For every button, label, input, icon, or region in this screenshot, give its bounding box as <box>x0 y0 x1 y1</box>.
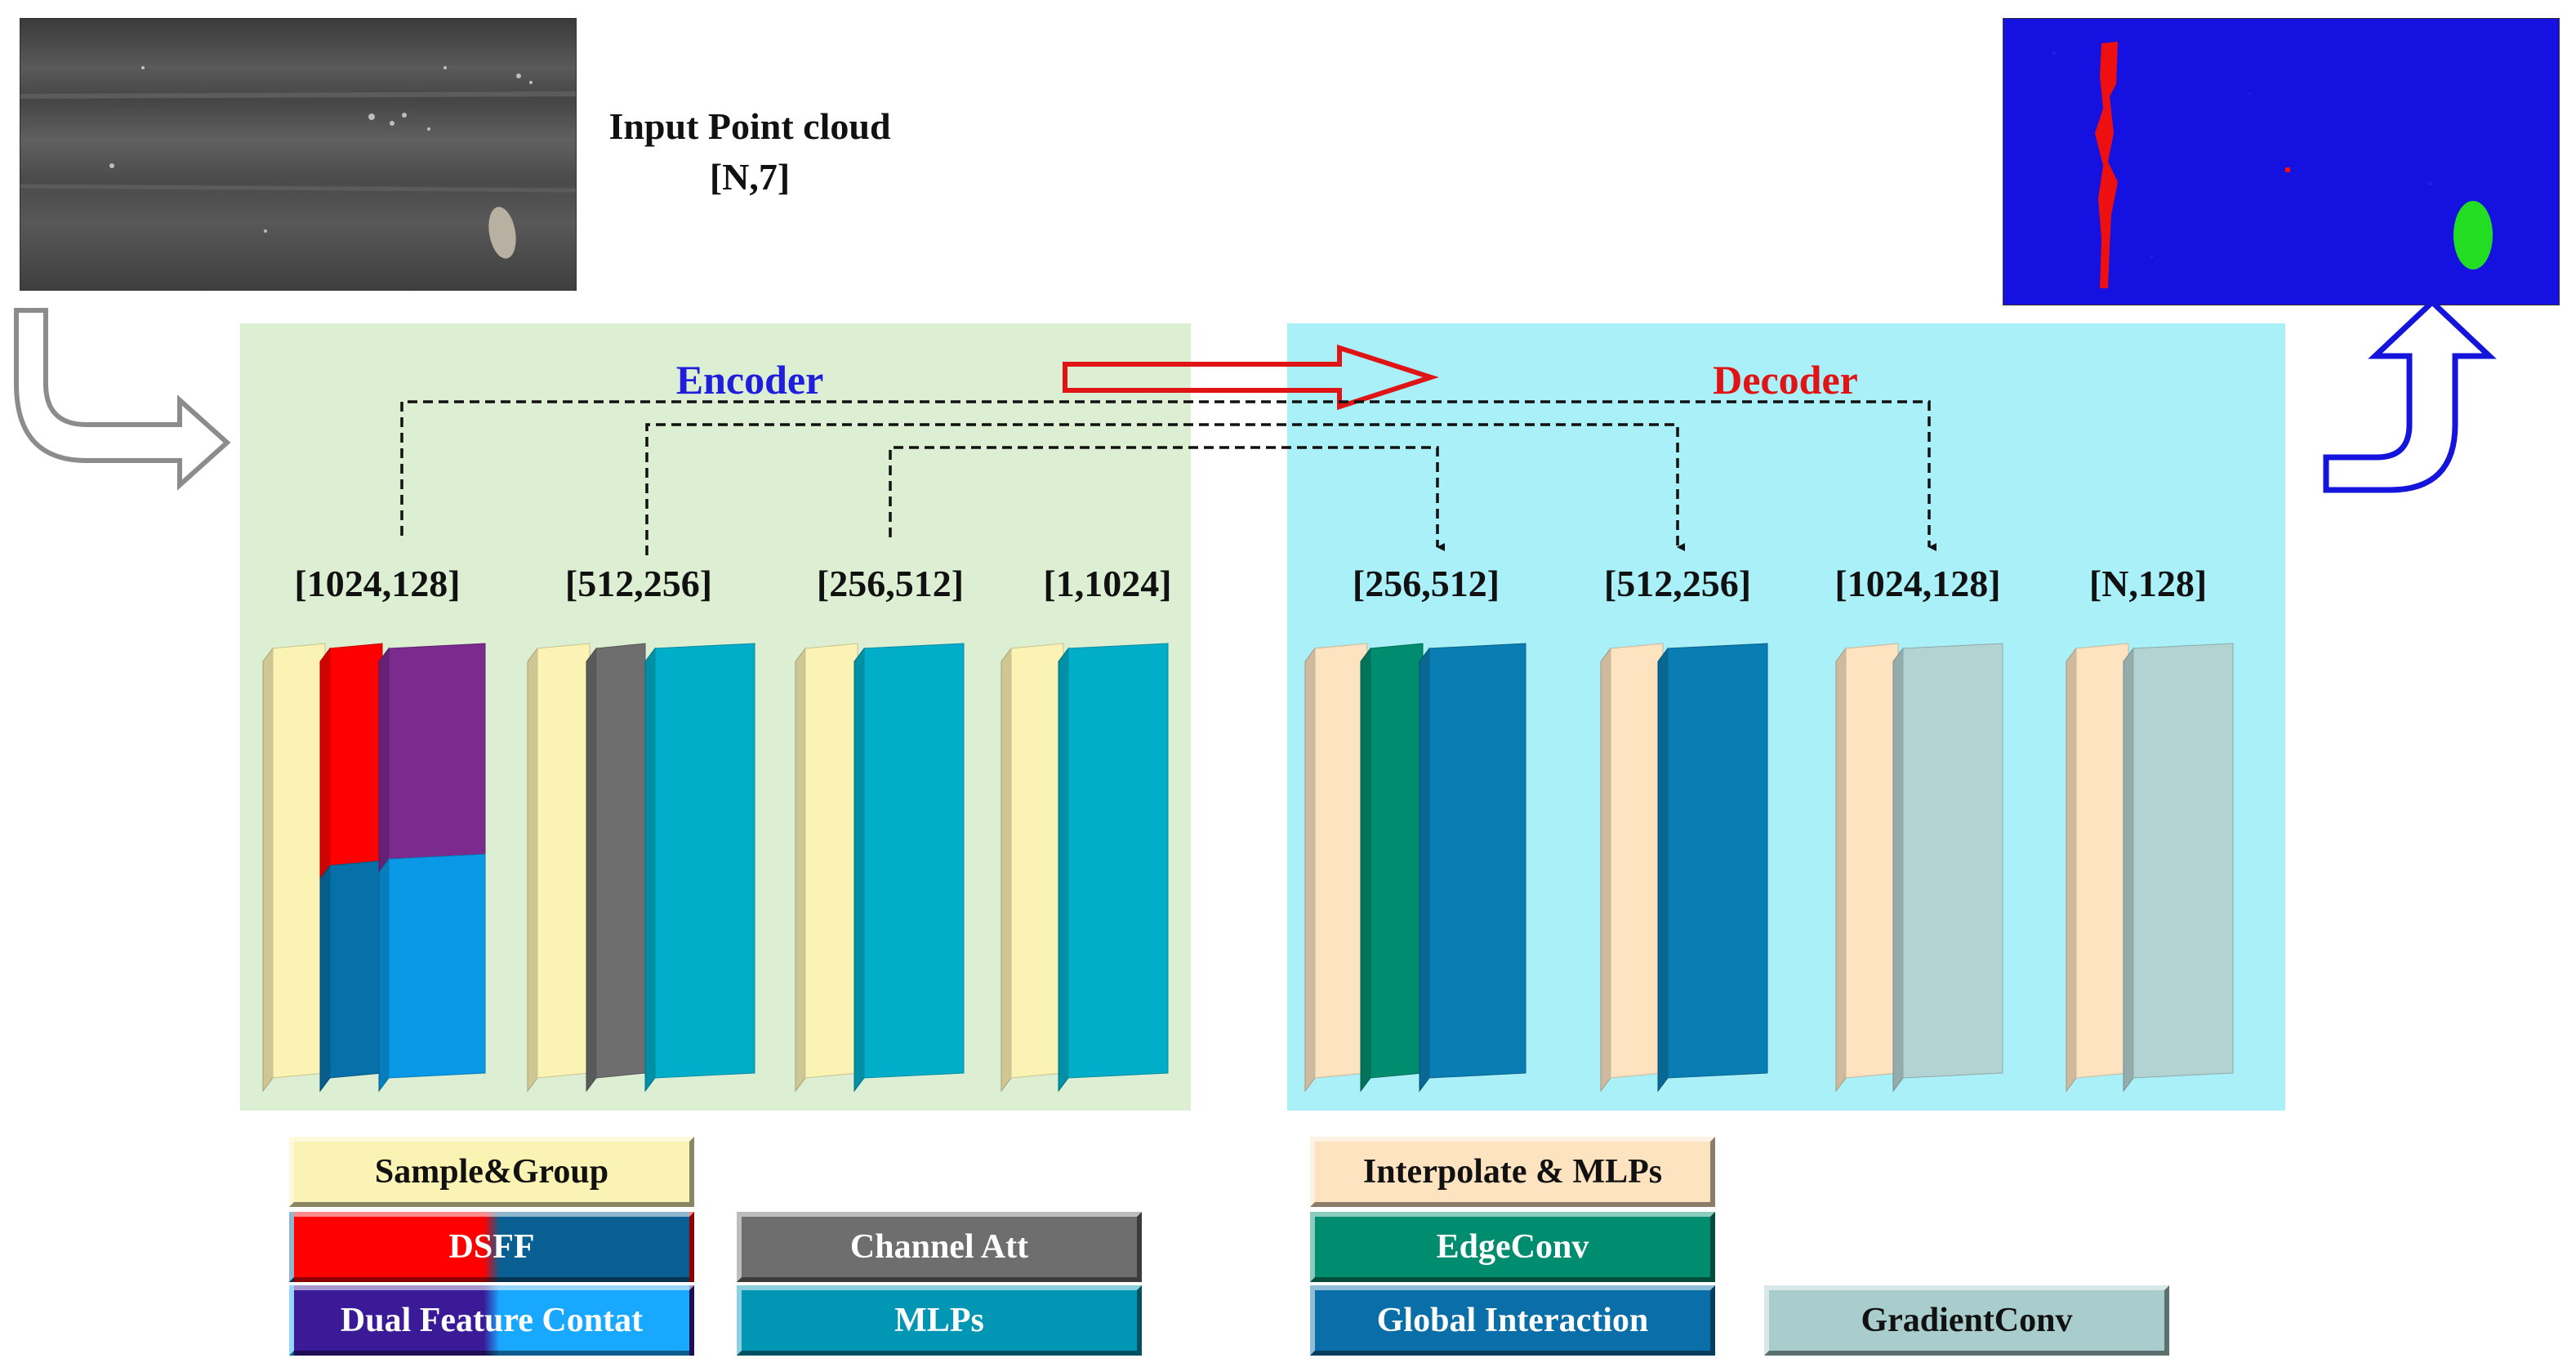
encoder-to-decoder-arrow <box>1063 344 1439 411</box>
dec3-interpolate-block-front <box>1845 643 1899 1079</box>
enc3-sample-group-block-front <box>804 643 858 1079</box>
legend-edgeconv: EdgeConv <box>1310 1212 1715 1282</box>
dec1-global-interaction-block-front <box>1428 643 1526 1079</box>
enc1-dual-feature-block-front-top <box>388 643 486 860</box>
dec1-interpolate-block-front <box>1314 643 1368 1079</box>
enc1-sample-group-block-front <box>272 643 326 1079</box>
dec1-edgeconv-block-front <box>1370 643 1424 1079</box>
legend-global-interaction: Global Interaction <box>1310 1285 1715 1356</box>
dec3-gradientconv-block-front <box>1902 643 2003 1079</box>
legend-dsff-label: DSFF <box>448 1228 535 1266</box>
enc1-dsff-block-front-bottom <box>329 860 383 1079</box>
skip-connection-3 <box>889 446 1445 551</box>
legend-interpolate: Interpolate & MLPs <box>1310 1137 1715 1207</box>
dec3-interpolate-block-side <box>1835 647 1847 1093</box>
input-point-cloud-image <box>20 18 577 291</box>
enc3-mlps-block-side <box>853 647 865 1093</box>
input-curved-arrow <box>14 308 231 491</box>
enc2-sample-group-block-side <box>527 647 538 1093</box>
enc1-dsff-block-side-top <box>319 647 331 880</box>
encoder-stage-1-dims: [1024,128] <box>294 563 461 604</box>
enc1-dual-feature-block-side-bottom <box>378 857 390 1093</box>
encoder-stage-3-dims: [256,512] <box>816 563 965 604</box>
output-segmentation-image <box>2003 18 2560 305</box>
dec2-global-interaction-block-front <box>1667 643 1768 1079</box>
output-curved-arrow <box>2323 298 2497 493</box>
enc1-dsff-block-front-top <box>329 643 383 866</box>
dec1-global-interaction-block-side <box>1419 647 1430 1093</box>
dec3-gradientconv-block-side <box>1892 647 1904 1093</box>
enc2-mlps-block-side <box>644 647 656 1093</box>
enc2-sample-group-block-front <box>537 643 591 1079</box>
enc4-mlps-block-side <box>1058 647 1069 1093</box>
encoder-stage-4-dims: [1,1024] <box>1043 563 1172 604</box>
dec2-interpolate-block-side <box>1600 647 1611 1093</box>
enc3-mlps-block-front <box>863 643 965 1079</box>
dec4-gradientconv-block-side <box>2123 647 2134 1093</box>
legend-dual-feature-label: Dual Feature Contat <box>340 1302 644 1339</box>
dec1-edgeconv-block-side <box>1360 647 1371 1093</box>
legend-channel-att: Channel Att <box>737 1212 1142 1282</box>
dec2-global-interaction-block-side <box>1657 647 1669 1093</box>
legend-dsff: DSFF <box>289 1212 694 1282</box>
enc1-dual-feature-block-front-bottom <box>388 853 486 1079</box>
input-label-line1: Input Point cloud <box>608 105 891 147</box>
input-label-line2: [N,7] <box>709 156 791 198</box>
dec4-interpolate-block-front <box>2075 643 2129 1079</box>
enc2-channel-att-block-side <box>586 647 597 1093</box>
enc4-sample-group-block-front <box>1010 643 1064 1079</box>
input-surface-texture <box>20 66 576 259</box>
enc2-mlps-block-front <box>654 643 755 1079</box>
dec4-gradientconv-block-front <box>2133 643 2234 1079</box>
legend-dual-feature: Dual Feature Contat <box>289 1285 694 1356</box>
decoder-stage-2-dims: [512,256] <box>1603 563 1752 604</box>
decoder-stage-1-dims: [256,512] <box>1352 563 1500 604</box>
legend-sample-group: Sample&Group <box>289 1137 694 1207</box>
skip-connection-2 <box>645 423 1685 555</box>
dec2-interpolate-block-front <box>1610 643 1664 1079</box>
decoder-stage-3-dims: [1024,128] <box>1834 563 2001 604</box>
encoder-title: Encoder <box>675 357 824 403</box>
legend-mlps: MLPs <box>737 1285 1142 1356</box>
enc1-sample-group-block-side <box>262 647 274 1093</box>
encoder-stage-2-dims: [512,256] <box>564 563 713 604</box>
enc1-dsff-block-side-bottom <box>319 864 331 1093</box>
enc2-channel-att-block-front <box>595 643 646 1079</box>
dec4-interpolate-block-side <box>2066 647 2077 1093</box>
enc4-sample-group-block-side <box>1001 647 1012 1093</box>
decoder-stage-4-dims: [N,128] <box>2088 563 2208 604</box>
enc4-mlps-block-front <box>1067 643 1169 1079</box>
dec1-interpolate-block-side <box>1304 647 1316 1093</box>
skip-connection-1 <box>400 400 1936 551</box>
decoder-title: Decoder <box>1713 357 1858 403</box>
output-segmentation-marks <box>2003 19 2559 305</box>
enc1-dual-feature-block-side-top <box>378 647 390 874</box>
enc3-sample-group-block-side <box>795 647 806 1093</box>
legend-gradientconv: GradientConv <box>1764 1285 2169 1356</box>
